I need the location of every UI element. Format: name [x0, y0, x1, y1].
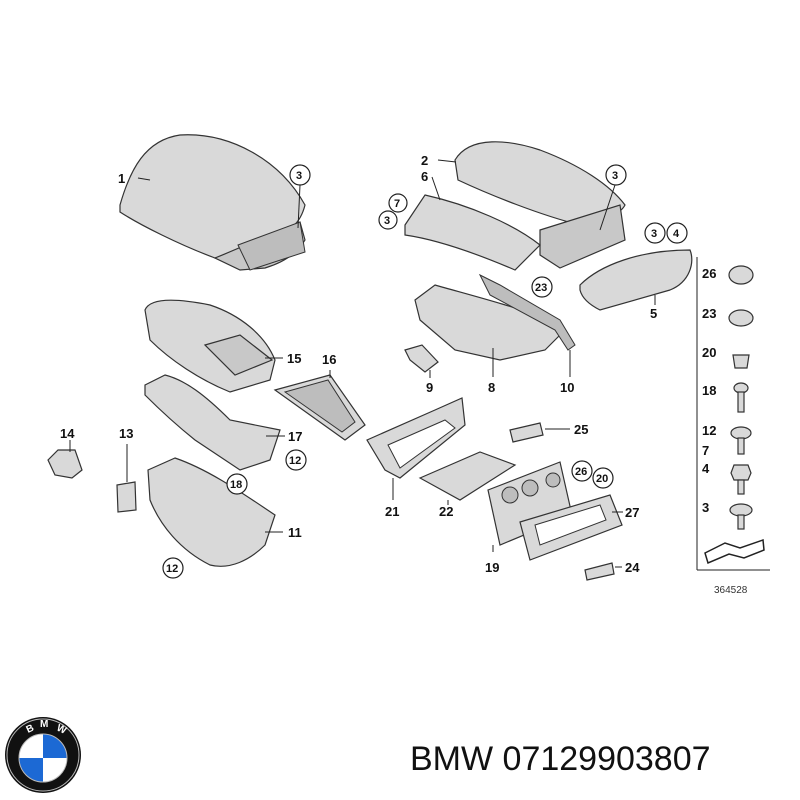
part-11-lower-housing: [147, 457, 276, 567]
legend-label-23: 23: [702, 306, 716, 321]
part-1-armrest-lid: [119, 134, 306, 271]
part-24-cap: [584, 562, 615, 581]
arrow-icon: [704, 538, 765, 565]
logo-letter-m: M: [40, 719, 48, 730]
callout-23-a: 23: [535, 282, 547, 294]
part-16-rubber-mat: [273, 374, 366, 441]
callout-3-b: 3: [384, 215, 390, 227]
reference-number: 364528: [714, 585, 748, 596]
callout-13: 13: [119, 426, 133, 441]
part-6-lid-insert: [404, 194, 541, 271]
part-5-lid-cover: [579, 249, 693, 311]
legend-label-18: 18: [702, 383, 716, 398]
part-8-hinge-bracket: [414, 273, 576, 361]
part-17-tray: [144, 374, 281, 471]
callout-5: 5: [650, 306, 657, 321]
callout-27: 27: [625, 505, 639, 520]
part-13-pad: [116, 481, 137, 513]
logo-letter-b: B: [25, 723, 36, 736]
legend-label-20: 20: [702, 345, 716, 360]
callout-6: 6: [421, 169, 428, 184]
callout-22: 22: [439, 504, 453, 519]
callout-3-c: 3: [612, 170, 618, 182]
callout-4: 4: [673, 228, 680, 240]
grommet-23-icon: [728, 309, 754, 327]
callout-20-a: 20: [596, 473, 608, 485]
legend-label-3: 3: [702, 500, 709, 515]
clip-26-icon: [728, 265, 754, 285]
fastener-legend: 26 23 20 18 12 7 4 3: [696, 257, 770, 571]
callout-24: 24: [625, 560, 640, 575]
bolt-4-icon: [730, 464, 752, 495]
callout-3-d: 3: [651, 228, 657, 240]
callout-18-a: 18: [230, 479, 242, 491]
legend-label-4: 4: [702, 461, 710, 476]
callout-8: 8: [488, 380, 495, 395]
part-27-bezel: [519, 494, 623, 561]
part-2-armrest-lid: [454, 141, 626, 269]
part-25-cap: [509, 422, 544, 443]
callout-14: 14: [60, 426, 75, 441]
part-21-trim-frame: [366, 397, 466, 479]
screw-12-7-icon: [730, 426, 752, 455]
legend-label-7: 7: [702, 443, 709, 458]
brand-part-number: BMW 07129903807: [410, 740, 711, 778]
callout-21: 21: [385, 504, 399, 519]
callout-12-a: 12: [289, 455, 301, 467]
callout-17: 17: [288, 429, 302, 444]
screw-18-icon: [733, 382, 749, 413]
callout-16: 16: [322, 352, 336, 367]
callout-15: 15: [287, 351, 301, 366]
callout-12-b: 12: [166, 563, 178, 575]
legend-label-26: 26: [702, 266, 716, 281]
callout-11: 11: [288, 525, 302, 540]
callout-10: 10: [560, 380, 574, 395]
callout-26-a: 26: [575, 466, 587, 478]
part-9-clip: [404, 344, 439, 373]
callout-2: 2: [421, 153, 428, 168]
legend-label-12: 12: [702, 423, 716, 438]
callout-19: 19: [485, 560, 499, 575]
bmw-logo: B M W: [5, 717, 81, 793]
callout-9: 9: [426, 380, 433, 395]
callout-7: 7: [394, 198, 400, 210]
plug-20-icon: [732, 354, 750, 369]
part-22-mat: [418, 451, 517, 501]
callout-3-a: 3: [296, 170, 302, 182]
part-15-console-housing: [144, 299, 276, 393]
callout-25: 25: [574, 422, 588, 437]
part-14-cover-clip: [47, 449, 83, 479]
screw-3-icon: [729, 503, 753, 530]
callout-1: 1: [118, 171, 125, 186]
